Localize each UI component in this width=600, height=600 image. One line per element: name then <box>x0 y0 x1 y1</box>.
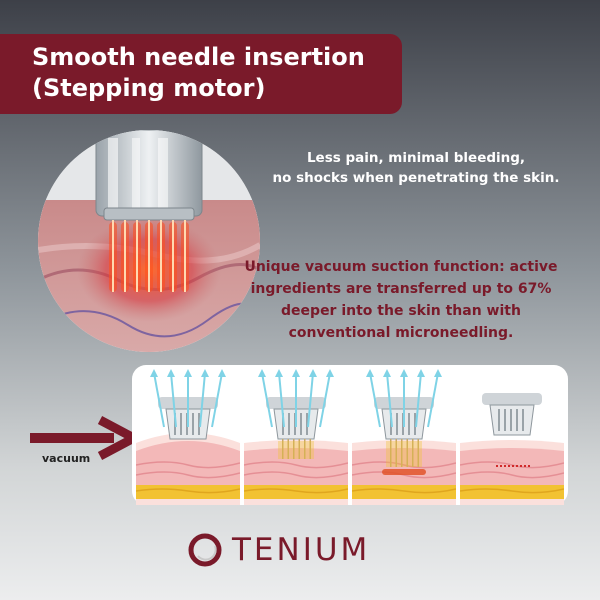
ring-logo-icon <box>188 533 222 567</box>
vacuum-description-line-4: conventional microneedling. <box>288 325 514 341</box>
vacuum-description-line-2: ingredients are transferred up to 67% <box>250 281 552 297</box>
brand-logo: TENIUM <box>188 528 370 572</box>
tagline-line-2: no shocks when penetrating the skin. <box>272 170 560 186</box>
tagline-line-1: Less pain, minimal bleeding, <box>306 150 526 166</box>
vacuum-description: Unique vacuum suction function: active i… <box>236 256 566 344</box>
title-banner: Smooth needle insertion (Stepping motor) <box>0 34 402 114</box>
title-line-1: Smooth needle insertion <box>32 43 365 71</box>
vacuum-process-diagram <box>132 365 568 505</box>
stage-2-insertion <box>243 365 349 505</box>
needle-cartridge-illustration <box>38 130 260 352</box>
vacuum-description-line-1: Unique vacuum suction function: active <box>244 259 558 275</box>
stage-4-release <box>459 365 565 505</box>
vacuum-label: vacuum <box>42 452 91 465</box>
hero-needle-image <box>38 130 260 352</box>
brand-wordmark: TENIUM <box>232 532 371 568</box>
needle-array <box>109 220 189 292</box>
title-line-2: (Stepping motor) <box>32 74 266 102</box>
vacuum-description-line-3: deeper into the skin than with <box>281 303 521 319</box>
stage-3-penetration <box>351 365 457 505</box>
stage-1-suction <box>135 365 241 505</box>
tagline: Less pain, minimal bleeding, no shocks w… <box>236 148 596 188</box>
